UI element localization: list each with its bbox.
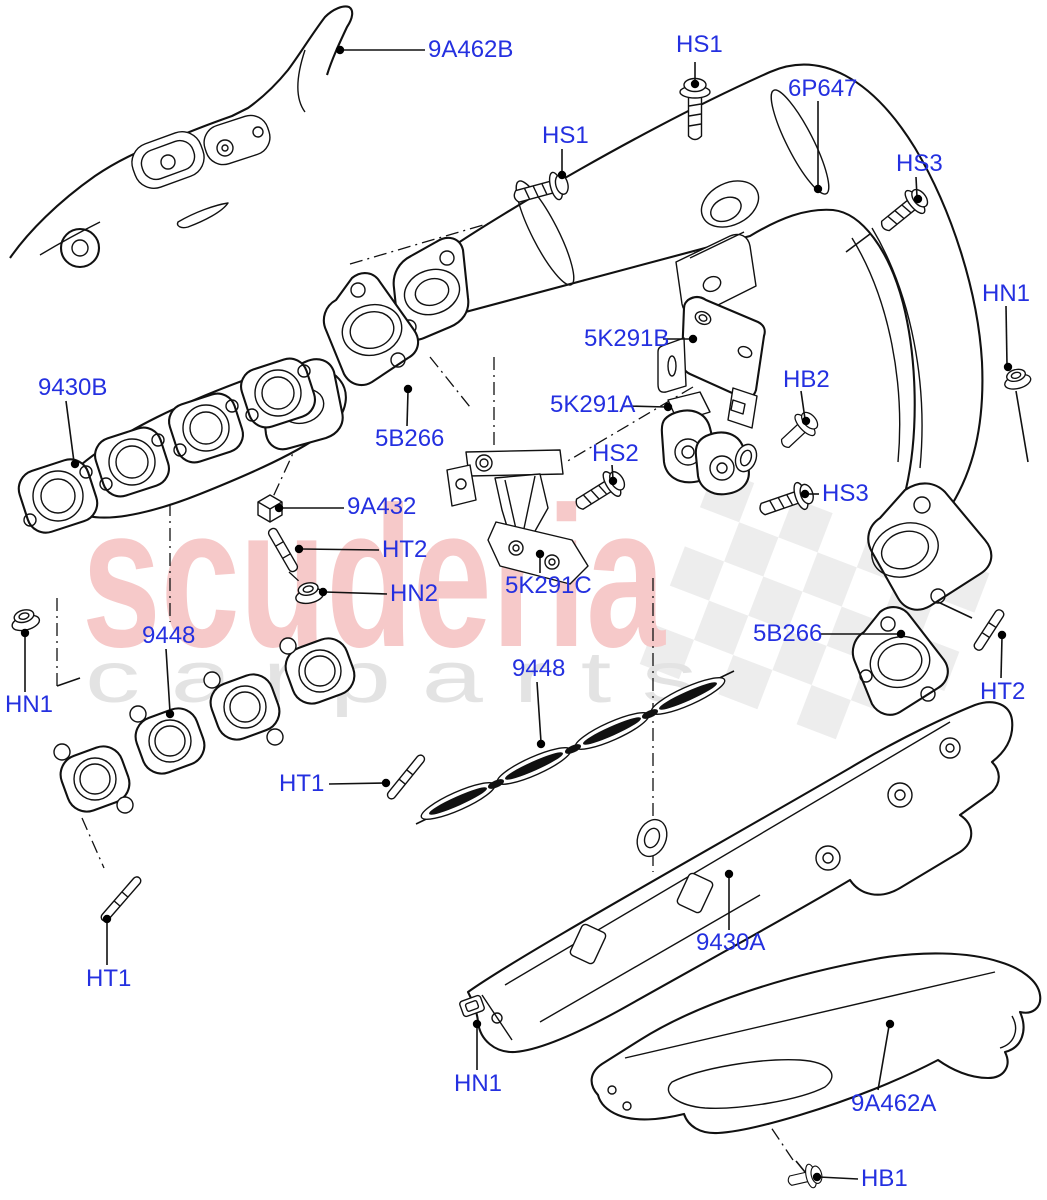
callout-5k291c[interactable]: 5K291C bbox=[505, 572, 592, 599]
hn1-right-nut bbox=[1004, 368, 1032, 390]
callout-9448-left[interactable]: 9448 bbox=[142, 622, 196, 649]
callout-9430a[interactable]: 9430A bbox=[696, 929, 766, 956]
callout-hn2[interactable]: HN2 bbox=[390, 580, 439, 607]
part-9a462b-heat-shield bbox=[9, 5, 354, 269]
callout-5b266-upper[interactable]: 5B266 bbox=[375, 425, 445, 452]
callout-5k291a[interactable]: 5K291A bbox=[550, 391, 636, 418]
callout-hs3-top[interactable]: HS3 bbox=[896, 150, 943, 177]
callout-9a462b[interactable]: 9A462B bbox=[428, 36, 514, 63]
leader-lines bbox=[20, 45, 1013, 1182]
callout-hn1-left[interactable]: HN1 bbox=[5, 691, 54, 718]
callout-hb1[interactable]: HB1 bbox=[861, 1165, 908, 1192]
callout-hs2[interactable]: HS2 bbox=[592, 440, 639, 467]
ht2-right-stud bbox=[973, 609, 1005, 651]
part-5k291b-bracket bbox=[657, 295, 766, 429]
callout-9430b[interactable]: 9430B bbox=[38, 374, 108, 401]
callout-9a432[interactable]: 9A432 bbox=[347, 493, 417, 520]
hn1-left-nut bbox=[11, 609, 41, 632]
callout-hn1-bottom[interactable]: HN1 bbox=[454, 1070, 503, 1097]
callout-9448-middle[interactable]: 9448 bbox=[512, 655, 566, 682]
part-5b266-gasket-upper bbox=[322, 272, 420, 387]
callout-5k291b[interactable]: 5K291B bbox=[584, 325, 670, 352]
hs1-top-bolt bbox=[679, 77, 711, 141]
callout-6p647[interactable]: 6P647 bbox=[788, 75, 858, 102]
callout-9a462a[interactable]: 9A462A bbox=[851, 1090, 937, 1117]
callout-ht2-right[interactable]: HT2 bbox=[980, 678, 1026, 705]
part-9430b-manifold bbox=[17, 357, 347, 534]
ht2-left-stud bbox=[267, 527, 299, 573]
part-9430a-manifold bbox=[466, 701, 1014, 1054]
callout-hn1-right[interactable]: HN1 bbox=[982, 280, 1031, 307]
callout-ht2-left[interactable]: HT2 bbox=[382, 536, 428, 563]
fasteners bbox=[11, 77, 1032, 1189]
callout-hb2[interactable]: HB2 bbox=[783, 366, 830, 393]
ht1-right-stud bbox=[386, 754, 426, 800]
callout-ht1-bottom[interactable]: HT1 bbox=[86, 965, 132, 992]
callout-hs1-top[interactable]: HS1 bbox=[676, 31, 723, 58]
part-5k291a-damper bbox=[660, 391, 758, 496]
hn1-bottom-nut bbox=[459, 994, 485, 1018]
tagline-watermark: c a r p a r t s bbox=[85, 638, 697, 718]
9a432-spacer-cube bbox=[257, 494, 283, 523]
callout-hs1-left[interactable]: HS1 bbox=[542, 122, 589, 149]
part-6p647-catalyst-pipe bbox=[392, 63, 993, 611]
callout-ht1-right[interactable]: HT1 bbox=[279, 770, 325, 797]
callout-hs3-middle[interactable]: HS3 bbox=[822, 480, 869, 507]
ht1-bottom-stud bbox=[100, 876, 142, 922]
hn2-nut bbox=[295, 582, 325, 605]
part-9448-gasket-left bbox=[53, 637, 356, 814]
part-9a462a-heat-shield bbox=[590, 952, 1042, 1135]
hs1-left-bolt bbox=[513, 171, 569, 203]
part-9448-gasket-middle bbox=[415, 670, 735, 825]
callout-5b266-lower[interactable]: 5B266 bbox=[753, 620, 823, 647]
hs3-middle-bolt bbox=[759, 481, 814, 516]
